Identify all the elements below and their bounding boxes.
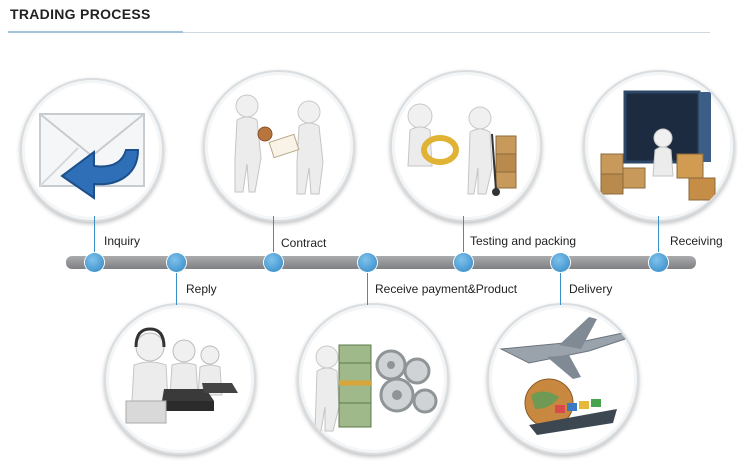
airplane-globe-ship-icon xyxy=(499,317,626,435)
receive-payment-dot xyxy=(358,253,377,272)
receive-payment-label: Receive payment&Product xyxy=(375,282,518,296)
testing-packing-image xyxy=(390,70,542,222)
reply-connector xyxy=(176,263,177,305)
delivery-connector xyxy=(560,263,561,305)
testing-packing-dot xyxy=(454,253,473,272)
timeline-bar xyxy=(66,256,696,269)
inquiry-dot xyxy=(85,253,104,272)
testing-packing-label: Testing and packing xyxy=(470,234,577,248)
container-cargo-icon xyxy=(600,90,716,201)
reply-label: Reply xyxy=(186,282,217,296)
magnifier-and-boxes-icon xyxy=(407,103,517,196)
title-divider-accent xyxy=(8,31,183,33)
receiving-image xyxy=(583,70,735,222)
delivery-image xyxy=(487,303,639,455)
title-divider xyxy=(8,32,710,33)
receive-payment-connector xyxy=(367,263,368,305)
testing-packing-connector xyxy=(463,216,464,263)
delivery-label: Delivery xyxy=(569,282,613,296)
contract-connector xyxy=(273,216,274,263)
receiving-dot xyxy=(649,253,668,272)
inquiry-image xyxy=(20,78,164,222)
contract-label: Contract xyxy=(281,236,327,250)
page-title: TRADING PROCESS xyxy=(10,6,151,22)
receiving-connector xyxy=(658,216,659,263)
receiving-label: Receiving xyxy=(670,234,723,248)
inquiry-label: Inquiry xyxy=(104,234,141,248)
delivery-dot xyxy=(551,253,570,272)
envelope-reply-icon xyxy=(39,113,145,200)
call-center-operators-icon xyxy=(125,327,238,424)
inquiry-connector xyxy=(94,216,95,263)
contract-dot xyxy=(264,253,283,272)
reply-dot xyxy=(167,253,186,272)
contract-image xyxy=(203,70,355,222)
reply-image xyxy=(104,303,256,455)
receive-payment-image xyxy=(297,303,449,455)
money-and-gears-icon xyxy=(314,344,438,432)
handshake-contract-icon xyxy=(234,94,324,195)
